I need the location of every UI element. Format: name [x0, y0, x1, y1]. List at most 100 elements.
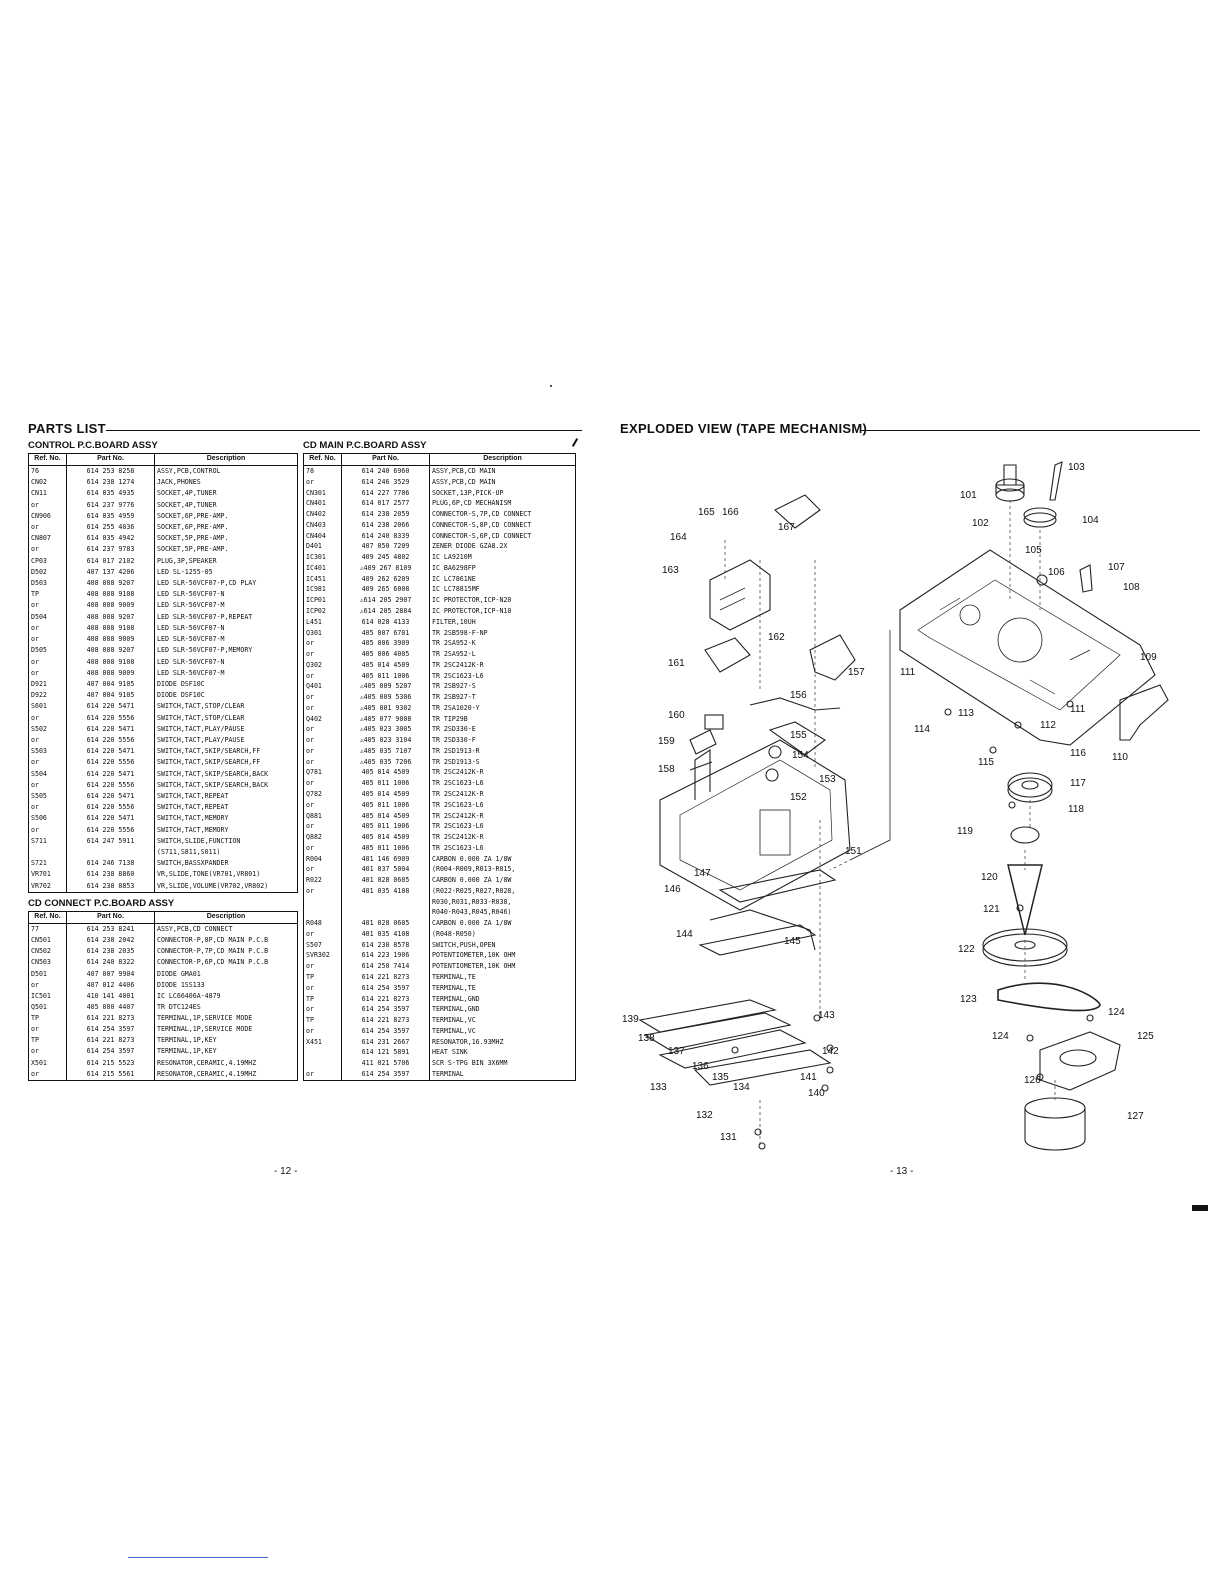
- part-callout: 165: [698, 507, 715, 518]
- description-cell: SOCKET,6P,PRE-AMP.: [154, 510, 298, 523]
- description-cell: SWITCH,TACT,SKIP/SEARCH,FF: [154, 746, 298, 758]
- description-cell: CARBON 0.000 ZA 1/8W: [429, 853, 576, 865]
- header-ref-no: Ref. No.: [28, 911, 67, 924]
- ref-no-cell: D922: [28, 690, 67, 702]
- ref-no-cell: [303, 1047, 342, 1059]
- description-cell: LED SLR-56VCF07-P,MEMORY: [154, 645, 298, 657]
- ref-no-cell: CN11: [28, 488, 67, 500]
- part-no-cell: 614 246 3529: [341, 476, 430, 488]
- part-callout: 140: [808, 1088, 825, 1099]
- part-no-cell: 614 220 5471: [66, 746, 155, 758]
- ref-no-cell: or: [303, 1025, 342, 1037]
- part-no-cell: 405 014 4509: [341, 789, 430, 800]
- part-no-cell: ⚠405 009 5306: [341, 692, 430, 703]
- part-callout: 115: [978, 757, 994, 768]
- part-no-cell: 405 006 3909: [341, 638, 430, 650]
- part-no-cell: 408 008 9108: [66, 622, 155, 635]
- part-callout: 104: [1082, 515, 1099, 526]
- part-no-cell: 407 004 9105: [66, 678, 155, 691]
- part-no-cell: 408 008 9009: [66, 667, 155, 679]
- ref-no-cell: or: [303, 735, 342, 746]
- description-cell: IC BA6298FP: [429, 562, 576, 574]
- description-cell: TERMINAL,GND: [429, 993, 576, 1005]
- part-callout: 121: [983, 904, 1000, 915]
- ref-no-cell: D503: [28, 578, 67, 590]
- empty-cell: [429, 1079, 576, 1081]
- part-no-cell: 401 028 0605: [341, 918, 430, 929]
- part-callout: 167: [778, 522, 795, 533]
- description-cell: IC PROTECTOR,ICP-N10: [429, 605, 576, 617]
- ref-no-cell: VR701: [28, 869, 67, 881]
- ref-no-cell: VR702: [28, 880, 67, 892]
- description-cell: CARBON 0.000 ZA 1/8W: [429, 918, 576, 929]
- chassis-plate: [899, 549, 1156, 746]
- description-cell: (R048-R050): [429, 928, 576, 940]
- ref-no-cell: CN403: [303, 519, 342, 531]
- part-no-cell: 614 255 4036: [66, 522, 155, 534]
- ref-no-cell: 76: [28, 465, 67, 478]
- part-no-cell: 407 012 4406: [66, 979, 155, 991]
- part-callout: 133: [650, 1082, 667, 1093]
- part-callout: 113: [958, 708, 974, 719]
- description-cell: SOCKET,13P,PICK-UP: [429, 487, 576, 499]
- empty-cell: [66, 1079, 155, 1081]
- part-callout: 116: [1070, 748, 1086, 759]
- description-cell: TERMINAL,GND: [429, 1004, 576, 1016]
- part-no-cell: 405 007 6701: [341, 627, 430, 639]
- description-cell: TR 2SC2412K-R: [429, 810, 576, 822]
- ref-no-cell: R022: [303, 875, 342, 886]
- ref-no-cell: or: [28, 979, 67, 991]
- part-callout: 147: [694, 868, 711, 879]
- part-no-cell: 614 238 8860: [66, 869, 155, 881]
- description-cell: TR 2SC2412K-R: [429, 789, 576, 800]
- part-no-cell: 401 035 4108: [341, 885, 430, 897]
- part-no-cell: 614 238 2035: [66, 946, 155, 958]
- ref-no-cell: IC981: [303, 584, 342, 596]
- ref-no-cell: Q302: [303, 659, 342, 671]
- part-no-cell: 408 008 9009: [66, 600, 155, 612]
- part-no-cell: 408 008 9108: [66, 656, 155, 668]
- description-cell: SOCKET,6P,PRE-AMP.: [154, 522, 298, 534]
- ref-no-cell: S504: [28, 768, 67, 780]
- ref-no-cell: or: [303, 961, 342, 973]
- part-callout: 125: [1137, 1031, 1154, 1042]
- description-cell: SOCKET,4P,TUNER: [154, 488, 298, 500]
- ref-no-cell: or: [303, 842, 342, 854]
- part-no-cell: 614 215 5561: [66, 1068, 155, 1080]
- ref-no-cell: R004: [303, 853, 342, 865]
- part-callout: 145: [784, 936, 801, 947]
- part-no-cell: 614 035 4935: [66, 488, 155, 500]
- description-cell: SWITCH,TACT,MEMORY: [154, 824, 298, 836]
- part-callout: 159: [658, 736, 675, 747]
- part-callout: 126: [1024, 1075, 1041, 1086]
- part-no-cell: 614 220 5471: [66, 790, 155, 803]
- part-no-cell: 614 221 8273: [341, 993, 430, 1005]
- description-cell: TR 2SD1913-S: [429, 756, 576, 768]
- ref-no-cell: CN502: [28, 946, 67, 958]
- ref-no-cell: S711: [28, 835, 67, 847]
- ref-no-cell: SVR302: [303, 950, 342, 962]
- part-callout: 166: [722, 507, 739, 518]
- ref-no-cell: Q781: [303, 767, 342, 779]
- description-cell: SWITCH,TACT,STOP/CLEAR: [154, 712, 298, 724]
